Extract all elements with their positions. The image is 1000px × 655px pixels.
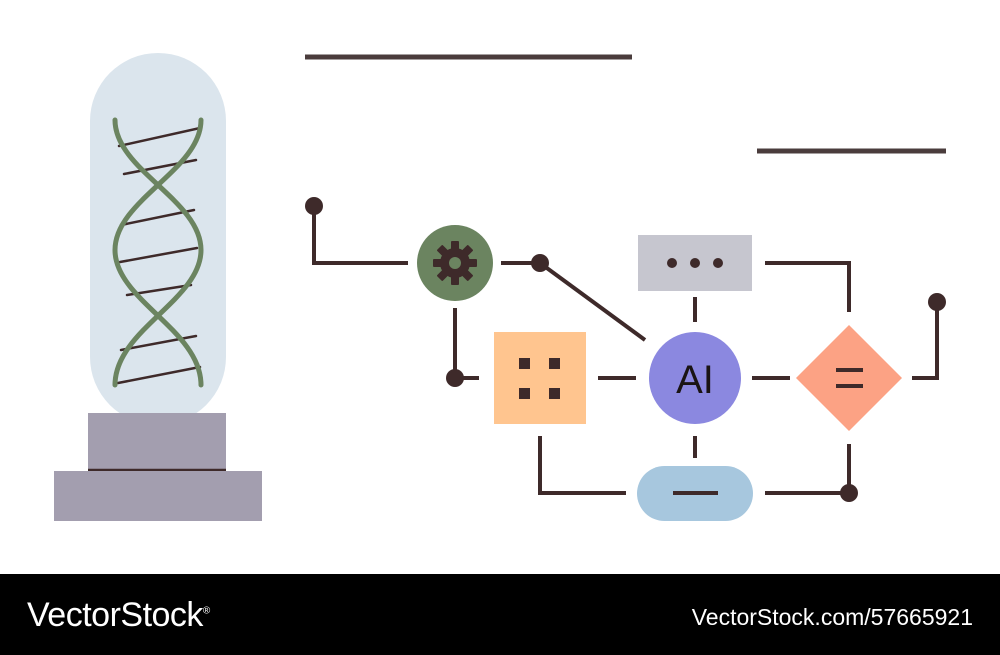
grid-square	[494, 332, 586, 424]
equals-icon	[836, 368, 863, 388]
dna-helix-icon	[112, 117, 204, 388]
equals-diamond	[796, 325, 902, 431]
ai-node-label: AI	[676, 358, 714, 402]
minus-icon	[673, 491, 718, 495]
ai-dna-diagram: AI	[54, 53, 946, 521]
gear-node	[417, 225, 493, 301]
registered-mark: ®	[202, 605, 210, 617]
image-credit: VectorStock.com/57665921	[691, 604, 973, 630]
capsule-glass	[90, 53, 226, 425]
ai-node: AI	[649, 332, 741, 424]
gear-icon	[433, 241, 477, 285]
capsule-base-lower	[54, 471, 262, 521]
vectorstock-logo: VectorStock®	[27, 596, 210, 635]
minus-pill	[637, 466, 753, 521]
connector-dots	[305, 197, 946, 502]
brand-name: VectorStock	[27, 596, 203, 634]
ellipsis-box	[638, 235, 752, 291]
dna-capsule	[54, 53, 262, 521]
four-dots-icon	[519, 358, 560, 399]
ellipsis-icon	[667, 258, 723, 268]
capsule-base-upper	[88, 413, 226, 471]
watermark-bar: VectorStock® VectorStock.com/57665921	[0, 574, 1000, 655]
